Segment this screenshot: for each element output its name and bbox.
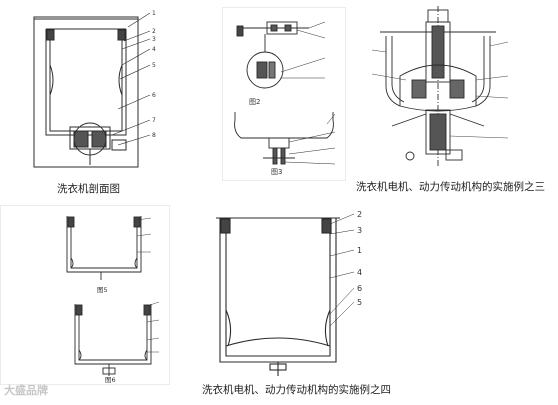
figure-2-3-drawing: 图2 图3 (234, 21, 336, 176)
example-4-panel: 2 3 1 4 6 5 (206, 206, 371, 378)
callout-label: 1 (357, 246, 362, 255)
callout-label: 6 (357, 284, 362, 293)
caption-cross-section: 洗衣机剖面图 (57, 183, 120, 195)
cross-section-drawing: 1 2 3 4 5 6 7 8 (33, 10, 156, 168)
watermark: 大盛品牌 (4, 384, 48, 397)
example-3-panel (366, 6, 514, 168)
caption-example-3: 洗衣机电机、动力传动机构的实施例之三 (356, 181, 545, 193)
figure-label: 图6 (105, 376, 116, 384)
callout-label: 3 (357, 226, 362, 235)
callout-label: 5 (357, 298, 362, 307)
callout-label: 6 (152, 92, 156, 99)
callout-label: 1 (152, 10, 156, 17)
callout-label: 7 (152, 117, 156, 124)
example-4-drawing: 2 3 1 4 6 5 (216, 210, 362, 376)
cross-section-panel: 1 2 3 4 5 6 7 8 (14, 5, 169, 173)
callout-label: 2 (357, 210, 362, 219)
figure-label: 图2 (249, 98, 260, 106)
caption-example-4: 洗衣机电机、动力传动机构的实施例之四 (202, 384, 391, 396)
figure-5-6-panel: 图5 图6 (0, 205, 170, 385)
figure-2-3-panel: 图2 图3 (222, 7, 346, 181)
callout-label: 3 (152, 36, 156, 43)
figure-label: 图3 (271, 168, 282, 176)
callout-label: 5 (152, 62, 156, 69)
example-3-drawing (371, 6, 509, 168)
callout-label: 4 (357, 268, 362, 277)
callout-label: 4 (152, 46, 156, 53)
figure-label: 图5 (97, 286, 108, 294)
figure-5-6-drawing: 图5 图6 (66, 216, 160, 384)
callout-label: 8 (152, 132, 156, 139)
callout-label: 2 (152, 28, 156, 35)
